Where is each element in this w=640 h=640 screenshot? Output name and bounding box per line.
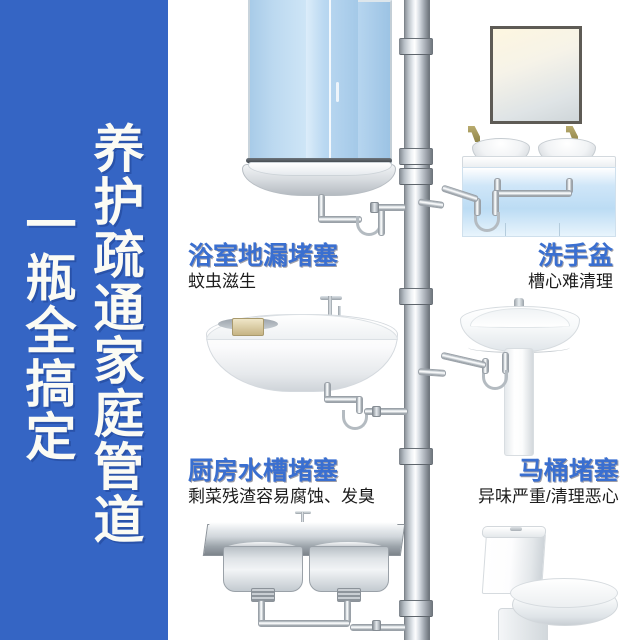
shower-door-handle <box>336 82 339 102</box>
pipe-coupler <box>399 288 433 305</box>
label-subtitle: 剩菜残渣容易腐蚀、发臭 <box>188 487 375 507</box>
banner-headline-main: 养护疏通家庭管道 <box>86 122 143 546</box>
label-wash-basin: 洗手盆 槽心难清理 <box>528 243 613 293</box>
sink-bowl-right <box>309 546 389 592</box>
basin-p-trap <box>482 370 508 390</box>
label-subtitle: 槽心难清理 <box>528 272 613 292</box>
bathroom-vanity <box>462 26 640 238</box>
pipe-coupler <box>399 600 433 617</box>
vanity-p-trap <box>474 212 500 232</box>
vanity-faucet-left <box>468 126 480 142</box>
toilet-seat <box>510 578 618 608</box>
pipe-nut <box>372 406 381 417</box>
cabinet-seam <box>505 223 506 236</box>
pipe-nut <box>372 620 381 631</box>
pipe-nut <box>370 202 379 213</box>
shower-glass-panel-right <box>358 0 392 174</box>
label-title: 浴室地漏堵塞 <box>188 242 339 270</box>
label-kitchen-sink: 厨房水槽堵塞 剩菜残渣容易腐蚀、发臭 <box>188 458 375 508</box>
cabinet-seam <box>559 223 560 236</box>
vanity-branch-run <box>494 190 572 197</box>
banner-text-group: 养护疏通家庭管道 一瓶全搞定 <box>0 0 168 640</box>
tub-p-trap <box>342 410 368 430</box>
label-title: 马桶堵塞 <box>518 457 619 485</box>
vanity-mirror <box>490 26 582 124</box>
label-toilet: 马桶堵塞 异味严重/清理恶心 <box>478 458 619 508</box>
shower-tray-surface <box>248 162 392 176</box>
sink-deck-edge <box>208 522 398 532</box>
tub-caddy-tray <box>232 318 264 336</box>
pipe-coupler <box>399 38 433 55</box>
shower-bottom-rail <box>246 158 392 163</box>
kitchen-branch-run <box>258 620 350 627</box>
shower-glass-panel-center <box>306 0 358 178</box>
label-subtitle: 异味严重/清理恶心 <box>478 487 619 507</box>
double-bowl-kitchen-sink <box>202 511 417 640</box>
label-shower-floor-drain: 浴室地漏堵塞 蚊虫滋生 <box>188 243 338 293</box>
one-piece-toilet <box>480 524 630 640</box>
freestanding-bathtub <box>200 296 410 436</box>
pedestal-wash-basin <box>460 298 588 456</box>
shower-enclosure <box>242 0 396 196</box>
pipe-coupler <box>399 448 433 465</box>
shower-glass-panel-left <box>248 0 308 178</box>
left-blue-banner: 养护疏通家庭管道 一瓶全搞定 <box>0 0 168 640</box>
basin-faucet <box>514 298 524 312</box>
pipe-coupler <box>399 168 433 185</box>
pipe-coupler <box>399 148 433 165</box>
shower-door-seam <box>329 0 331 176</box>
sink-bowl-left <box>223 546 303 592</box>
banner-headline-sub: 一瓶全搞定 <box>18 198 75 463</box>
basin-pedestal <box>504 348 534 456</box>
tub-stack-inlet <box>364 408 408 415</box>
kitchen-faucet-stem <box>301 512 304 528</box>
label-title: 洗手盆 <box>537 242 613 270</box>
label-subtitle: 蚊虫滋生 <box>188 272 256 292</box>
toilet-flush-button[interactable] <box>510 527 522 531</box>
soil-stack-pipe <box>404 0 430 640</box>
label-title: 厨房水槽堵塞 <box>188 457 339 485</box>
shower-stack-inlet <box>376 204 406 211</box>
